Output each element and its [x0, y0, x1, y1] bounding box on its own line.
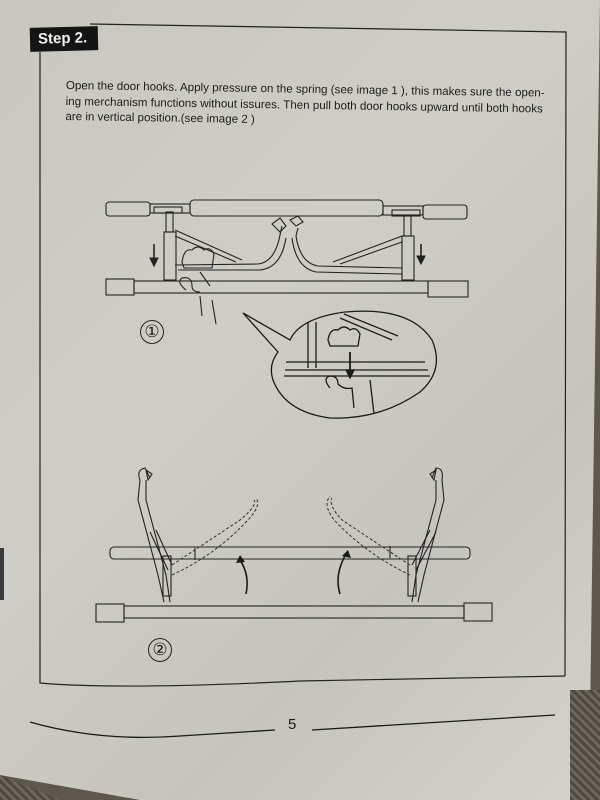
- figure-2-label: ②: [148, 638, 172, 662]
- step-title: Step 2.: [29, 26, 99, 52]
- background-carpet: [570, 690, 600, 800]
- instruction-text: Open the door hooks. Apply pressure on t…: [65, 78, 556, 132]
- figure-1-label: ①: [140, 320, 164, 344]
- page-number: 5: [288, 716, 297, 733]
